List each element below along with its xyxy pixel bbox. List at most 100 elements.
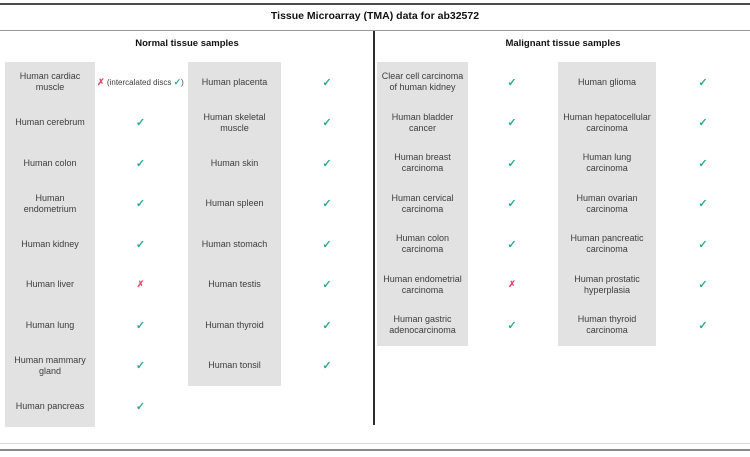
result-cell: ✓ (95, 103, 186, 144)
tissue-label: Human endometrium (5, 183, 95, 224)
tissue-row: Human ovarian carcinoma✓ (558, 183, 750, 224)
tissue-label: Human hepatocellular carcinoma (558, 102, 656, 143)
cross-mark-icon: ✗ (136, 279, 145, 290)
check-mark-icon: ✓ (322, 76, 332, 89)
tissue-label: Human colon (5, 143, 95, 184)
tissue-row: Human colon ✓ (5, 143, 186, 184)
check-mark-icon: ✓ (322, 279, 332, 292)
result-cell: ✓ (656, 62, 750, 103)
tissue-row: Human hepatocellular carcinoma✓ (558, 102, 750, 144)
check-mark-icon: ✓ (507, 117, 517, 130)
result-cell: ✓ (468, 224, 556, 265)
result-cell: ✓ (281, 224, 373, 265)
bottom-border-line (0, 449, 750, 451)
tissue-label: Human bladder cancer (377, 102, 468, 143)
check-mark-icon: ✓ (698, 319, 708, 332)
result-cell: ✓ (95, 305, 186, 346)
tissue-label: Human tonsil (188, 345, 281, 386)
tissue-label: Human cerebrum (5, 102, 95, 143)
tissue-label: Human lung (5, 305, 95, 346)
tissue-row: Human skin ✓ (188, 143, 373, 184)
tissue-row: Human breast carcinoma ✓ (377, 143, 556, 184)
tissue-label: Human ovarian carcinoma (558, 183, 656, 224)
check-mark-icon: ✓ (135, 157, 146, 170)
tissue-row: Human cardiac muscle✗ (intercalated disc… (5, 62, 186, 103)
tissue-row: Human colon carcinoma✓ (377, 224, 556, 265)
tissue-label: Human prostatic hyperplasia (558, 264, 656, 305)
bottom-faint-line (0, 443, 750, 444)
check-mark-icon: ✓ (507, 319, 517, 332)
check-mark-icon: ✓ (507, 157, 517, 170)
result-cell: ✗ (468, 265, 556, 306)
check-mark-icon: ✓ (322, 117, 332, 130)
tissue-row: Human kidney ✓ (5, 224, 186, 265)
check-mark-icon: ✓ (135, 238, 146, 251)
result-cell: ✓ (656, 143, 750, 184)
tissue-label: Human kidney (5, 224, 95, 265)
check-mark-icon: ✓ (698, 157, 708, 170)
normal-tissue-column-2: Human placenta✓Human skeletal muscle✓Hum… (188, 62, 373, 386)
result-cell: ✓ (281, 346, 373, 387)
tissue-row: Human lung carcinoma ✓ (558, 143, 750, 184)
top-border-line (0, 3, 750, 5)
tissue-row: Human prostatic hyperplasia ✓ (558, 264, 750, 305)
tissue-row: Human stomach ✓ (188, 224, 373, 265)
tissue-row: Human cerebrum ✓ (5, 102, 186, 144)
tissue-label: Human cardiac muscle (5, 62, 95, 103)
result-cell: ✓ (95, 386, 186, 427)
check-mark-icon: ✓ (135, 117, 146, 130)
tissue-label: Human spleen (188, 183, 281, 224)
malignant-tissue-column-2: Human glioma✓Human hepatocellular carcin… (558, 62, 750, 346)
tissue-label: Human testis (188, 264, 281, 305)
check-mark-icon: ✓ (322, 198, 332, 211)
tissue-label: Human thyroid carcinoma (558, 305, 656, 346)
title-underline (0, 30, 750, 31)
tissue-row: Human spleen ✓ (188, 183, 373, 224)
tissue-label: Human gastric adenocarcinoma (377, 305, 468, 346)
check-mark-icon: ✓ (322, 238, 332, 251)
result-cell: ✓ (95, 346, 186, 387)
section-divider-line (373, 31, 375, 425)
tissue-row: Human lung✓ (5, 305, 186, 346)
tissue-label: Human skin (188, 143, 281, 184)
normal-tissue-column-1: Human cardiac muscle✗ (intercalated disc… (5, 62, 186, 427)
result-cell: ✓ (95, 224, 186, 265)
result-cell: ✓ (281, 103, 373, 144)
result-cell: ✗ (intercalated discs ✓) (95, 62, 186, 103)
tissue-label: Clear cell carcinoma of human kidney (377, 62, 468, 103)
check-mark-icon: ✓ (135, 360, 146, 373)
tissue-row: Human thyroid carcinoma ✓ (558, 305, 750, 346)
check-mark-icon: ✓ (698, 279, 708, 292)
check-mark-icon: ✓ (698, 76, 708, 89)
section-header-normal: Normal tissue samples (135, 38, 239, 49)
check-mark-icon: ✓ (322, 360, 332, 373)
check-mark-icon: ✓ (173, 76, 182, 87)
tissue-row: Human pancreatic carcinoma✓ (558, 224, 750, 265)
result-cell: ✓ (468, 305, 556, 346)
check-mark-icon: ✓ (322, 319, 332, 332)
tissue-label: Human stomach (188, 224, 281, 265)
tissue-row: Human thyroid ✓ (188, 305, 373, 346)
result-cell: ✓ (468, 143, 556, 184)
tissue-label: Human lung carcinoma (558, 143, 656, 184)
tissue-row: Human pancreas✓ (5, 386, 186, 427)
check-mark-icon: ✓ (135, 198, 146, 211)
tissue-row: Human glioma✓ (558, 62, 750, 103)
tissue-label: Human thyroid (188, 305, 281, 346)
tissue-row: Human bladder cancer ✓ (377, 102, 556, 143)
result-cell: ✓ (656, 103, 750, 144)
result-cell: ✓ (281, 265, 373, 306)
tissue-row: Human liver✗ (5, 264, 186, 305)
tissue-label: Human colon carcinoma (377, 224, 468, 265)
tissue-label: Human breast carcinoma (377, 143, 468, 184)
tissue-row: Human gastric adenocarcinoma ✓ (377, 305, 556, 346)
tissue-row: Human testis ✓ (188, 264, 373, 306)
result-cell: ✓ (468, 184, 556, 225)
tissue-label: Human skeletal muscle (188, 102, 281, 143)
section-header-malignant: Malignant tissue samples (505, 38, 621, 49)
tissue-label: Human cervical carcinoma (377, 183, 468, 224)
result-cell: ✓ (656, 224, 750, 265)
result-cell: ✓ (281, 143, 373, 184)
check-mark-icon: ✓ (322, 157, 332, 170)
